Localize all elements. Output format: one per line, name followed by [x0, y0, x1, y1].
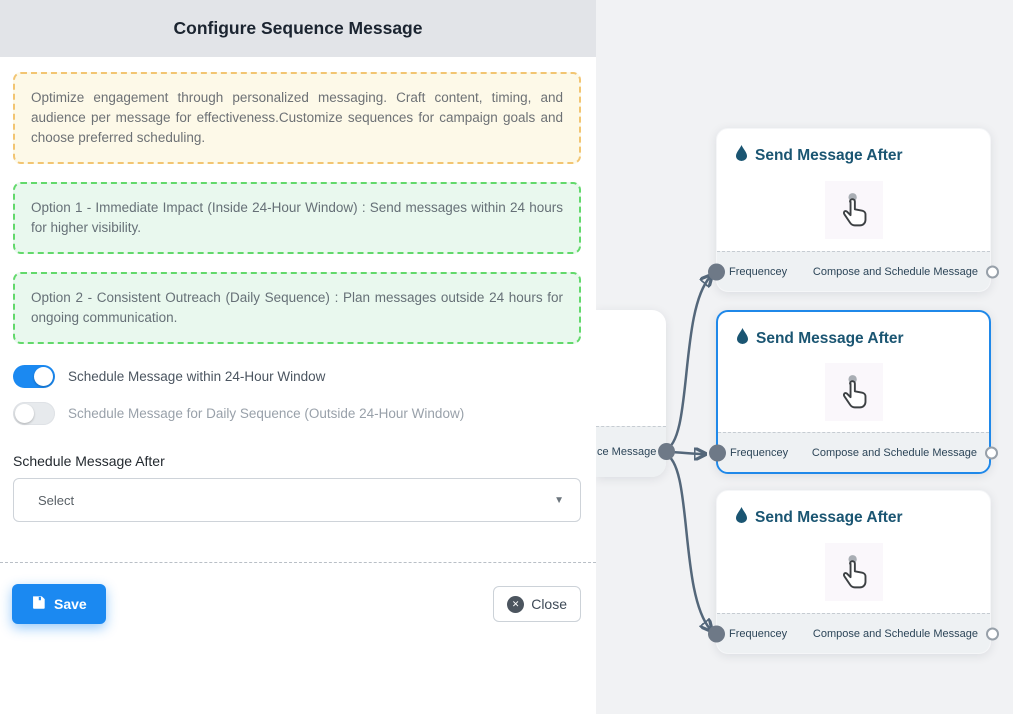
target-handle[interactable]: [709, 444, 726, 461]
node-click-area[interactable]: [718, 351, 989, 432]
panel-title: Configure Sequence Message: [173, 18, 423, 38]
frequency-label: Frequencey: [729, 627, 788, 640]
node-send-message-after-2[interactable]: Send Message After Frequencey Compose an…: [709, 310, 998, 474]
close-button-label: Close: [531, 596, 567, 612]
hand-click-icon: [824, 362, 883, 421]
edge-to-node-1[interactable]: [663, 277, 710, 452]
option1-box: Option 1 - Immediate Impact (Inside 24-H…: [13, 182, 581, 254]
edge-to-node-3[interactable]: [663, 452, 710, 629]
node-click-area[interactable]: [717, 168, 990, 251]
close-x-glyph: ✕: [511, 598, 520, 609]
node-send-message-after-1[interactable]: Send Message After Frequencey Compose an…: [708, 128, 999, 292]
flow-canvas[interactable]: ce Message Send Message After Frequencey…: [596, 0, 1013, 714]
chevron-down-icon: ▼: [554, 494, 564, 506]
toggle-knob: [34, 367, 53, 386]
target-handle[interactable]: [708, 625, 725, 642]
source-handle[interactable]: [985, 446, 998, 459]
node-footer: Frequencey Compose and Schedule Message: [708, 251, 999, 291]
panel-header: Configure Sequence Message: [0, 0, 596, 57]
close-icon: ✕: [507, 595, 525, 613]
node-title: Send Message After: [755, 508, 903, 526]
save-icon: [31, 595, 46, 613]
frequency-label: Frequencey: [730, 446, 789, 459]
node-header: Send Message After: [717, 129, 990, 168]
schedule-after-label: Schedule Message After: [13, 453, 165, 469]
toggle-daily-sequence[interactable]: [13, 402, 55, 425]
toggle-knob: [15, 404, 34, 423]
compose-schedule-label: Compose and Schedule Message: [812, 265, 978, 278]
close-button[interactable]: ✕ Close: [493, 586, 581, 622]
toggle-row-daily-sequence: Schedule Message for Daily Sequence (Out…: [13, 402, 581, 425]
target-handle[interactable]: [708, 263, 725, 280]
toggle-row-within-24h: Schedule Message within 24-Hour Window: [13, 365, 581, 388]
node-send-message-after-3[interactable]: Send Message After Frequencey Compose an…: [708, 490, 999, 654]
compose-schedule-label: Compose and Schedule Message: [812, 627, 978, 640]
water-drop-icon: [735, 145, 748, 166]
compose-schedule-label: Compose and Schedule Message: [811, 446, 977, 459]
frequency-label: Frequencey: [729, 265, 788, 278]
source-handle[interactable]: [658, 443, 675, 460]
save-button[interactable]: Save: [12, 584, 106, 624]
node-title: Send Message After: [755, 146, 903, 164]
select-value: Select: [38, 492, 75, 508]
partial-node-footer: ce Message: [596, 426, 666, 477]
source-handle[interactable]: [986, 627, 999, 640]
divider: [0, 562, 596, 563]
node-title: Send Message After: [756, 329, 904, 347]
option2-box: Option 2 - Consistent Outreach (Daily Se…: [13, 272, 581, 344]
water-drop-icon: [735, 507, 748, 528]
node-header: Send Message After: [718, 312, 989, 351]
toggle-within-24h-label: Schedule Message within 24-Hour Window: [68, 369, 326, 384]
node-click-area[interactable]: [717, 530, 990, 613]
node-header: Send Message After: [717, 491, 990, 530]
toggle-daily-sequence-label: Schedule Message for Daily Sequence (Out…: [68, 406, 465, 421]
hand-click-icon: [824, 180, 883, 239]
panel-actions: Save ✕ Close: [0, 563, 596, 624]
partial-node-footer-label: ce Message: [597, 446, 657, 458]
hand-click-icon: [824, 542, 883, 601]
node-footer: Frequencey Compose and Schedule Message: [709, 432, 998, 472]
configure-sequence-message-panel: Configure Sequence Message Optimize enga…: [0, 0, 596, 714]
partial-node[interactable]: ce Message: [596, 310, 675, 477]
schedule-after-select[interactable]: Select ▼: [13, 478, 581, 522]
source-handle[interactable]: [986, 265, 999, 278]
toggle-within-24h[interactable]: [13, 365, 55, 388]
water-drop-icon: [736, 328, 749, 349]
node-footer: Frequencey Compose and Schedule Message: [708, 613, 999, 653]
intro-info-box: Optimize engagement through personalized…: [13, 72, 581, 164]
save-button-label: Save: [54, 596, 87, 612]
